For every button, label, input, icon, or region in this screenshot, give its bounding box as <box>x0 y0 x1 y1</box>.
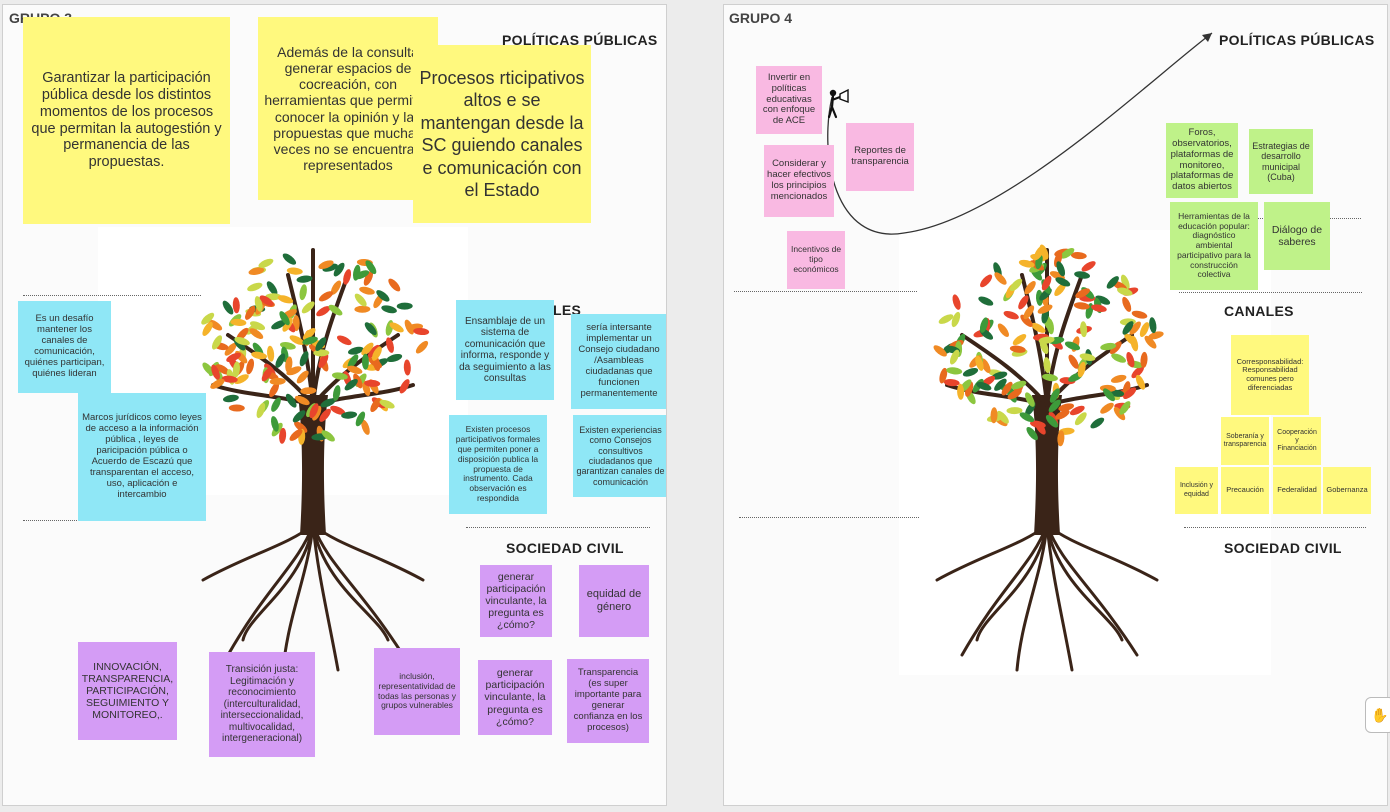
sticky-note[interactable]: Además de la consulta generar espacios d… <box>258 17 438 200</box>
sticky-note[interactable]: Reportes de transparencia <box>846 123 914 191</box>
sticky-note[interactable]: Existen procesos participativos formales… <box>449 415 547 514</box>
sticky-note[interactable]: Transición justa: Legitimación y reconoc… <box>209 652 315 757</box>
sticky-note[interactable]: Invertir en políticas educativas con enf… <box>756 66 822 134</box>
sticky-note[interactable]: Diálogo de saberes <box>1264 202 1330 270</box>
sticky-note[interactable]: Existen experiencias como Consejos consu… <box>573 415 666 497</box>
tree-icon <box>201 248 430 672</box>
sticky-note[interactable]: Soberanía y transparencia <box>1221 417 1269 465</box>
sticky-note[interactable]: Marcos jurídicos como leyes de acceso a … <box>78 393 206 521</box>
sticky-note[interactable]: Foros, observatorios, plataformas de mon… <box>1166 123 1238 198</box>
divider <box>1179 292 1362 293</box>
sticky-note[interactable]: INNOVACIÓN, TRANSPARENCIA, PARTICIPACIÓN… <box>78 642 177 740</box>
section-title-sociedad: SOCIEDAD CIVIL <box>1224 540 1342 556</box>
divider <box>1184 527 1366 528</box>
hand-icon[interactable]: ✋ <box>1365 697 1390 733</box>
divider <box>466 527 650 528</box>
divider <box>734 291 917 292</box>
sticky-note[interactable]: Es un desafío mantener los canales de co… <box>18 301 111 393</box>
section-title-sociedad: SOCIEDAD CIVIL <box>506 540 624 556</box>
sticky-note[interactable]: Gobernanza <box>1323 467 1371 514</box>
sticky-note[interactable]: Federalidad <box>1273 467 1321 514</box>
group-4-board: GRUPO 4 POLÍTICAS PÚBLICAS CANALES SOCIE… <box>723 4 1388 806</box>
sticky-note[interactable]: Considerar y hacer efectivos los princip… <box>764 145 834 217</box>
sticky-note[interactable]: Estrategias de desarrollo municipal (Cub… <box>1249 129 1313 194</box>
sticky-note[interactable]: Garantizar la participación pública desd… <box>23 17 230 224</box>
sticky-note[interactable]: generar participación vinculante, la pre… <box>478 660 552 735</box>
sticky-note[interactable]: Cooperación y Financiación <box>1273 417 1321 465</box>
sticky-note[interactable]: Inclusión y equidad <box>1175 467 1218 514</box>
group-label: GRUPO 4 <box>729 10 793 26</box>
sticky-note[interactable]: Incentivos de tipo económicos <box>787 231 845 289</box>
divider <box>739 517 919 518</box>
sticky-note[interactable]: generar participación vinculante, la pre… <box>480 565 552 637</box>
section-title-politicas: POLÍTICAS PÚBLICAS <box>502 32 658 48</box>
sticky-note[interactable]: sería intersante implementar un Consejo … <box>571 314 666 409</box>
person-with-megaphone-icon <box>827 88 849 119</box>
sticky-note[interactable]: Ensamblaje de un sistema de comunicación… <box>456 300 554 400</box>
sticky-note[interactable]: Corresponsabilidad: Responsabilidad comu… <box>1231 335 1309 415</box>
sticky-note[interactable]: Transparencia (es super importante para … <box>567 659 649 743</box>
sticky-note[interactable]: Precaución <box>1221 467 1269 514</box>
section-title-canales: CANALES <box>1224 303 1294 319</box>
section-title-politicas: POLÍTICAS PÚBLICAS <box>1219 32 1375 48</box>
divider <box>23 295 201 296</box>
tree-icon <box>933 244 1164 672</box>
sticky-note[interactable]: Herramientas de la educación popular: di… <box>1170 202 1258 290</box>
sticky-note[interactable]: Procesos rticipativos altos e se manteng… <box>413 45 591 223</box>
group-3-board: GRUPO 3 POLÍTICAS PÚBLICAS LES SOCIEDAD … <box>2 4 667 806</box>
sticky-note[interactable]: equidad de género <box>579 565 649 637</box>
sticky-note[interactable]: inclusión, representatividad de todas la… <box>374 648 460 735</box>
